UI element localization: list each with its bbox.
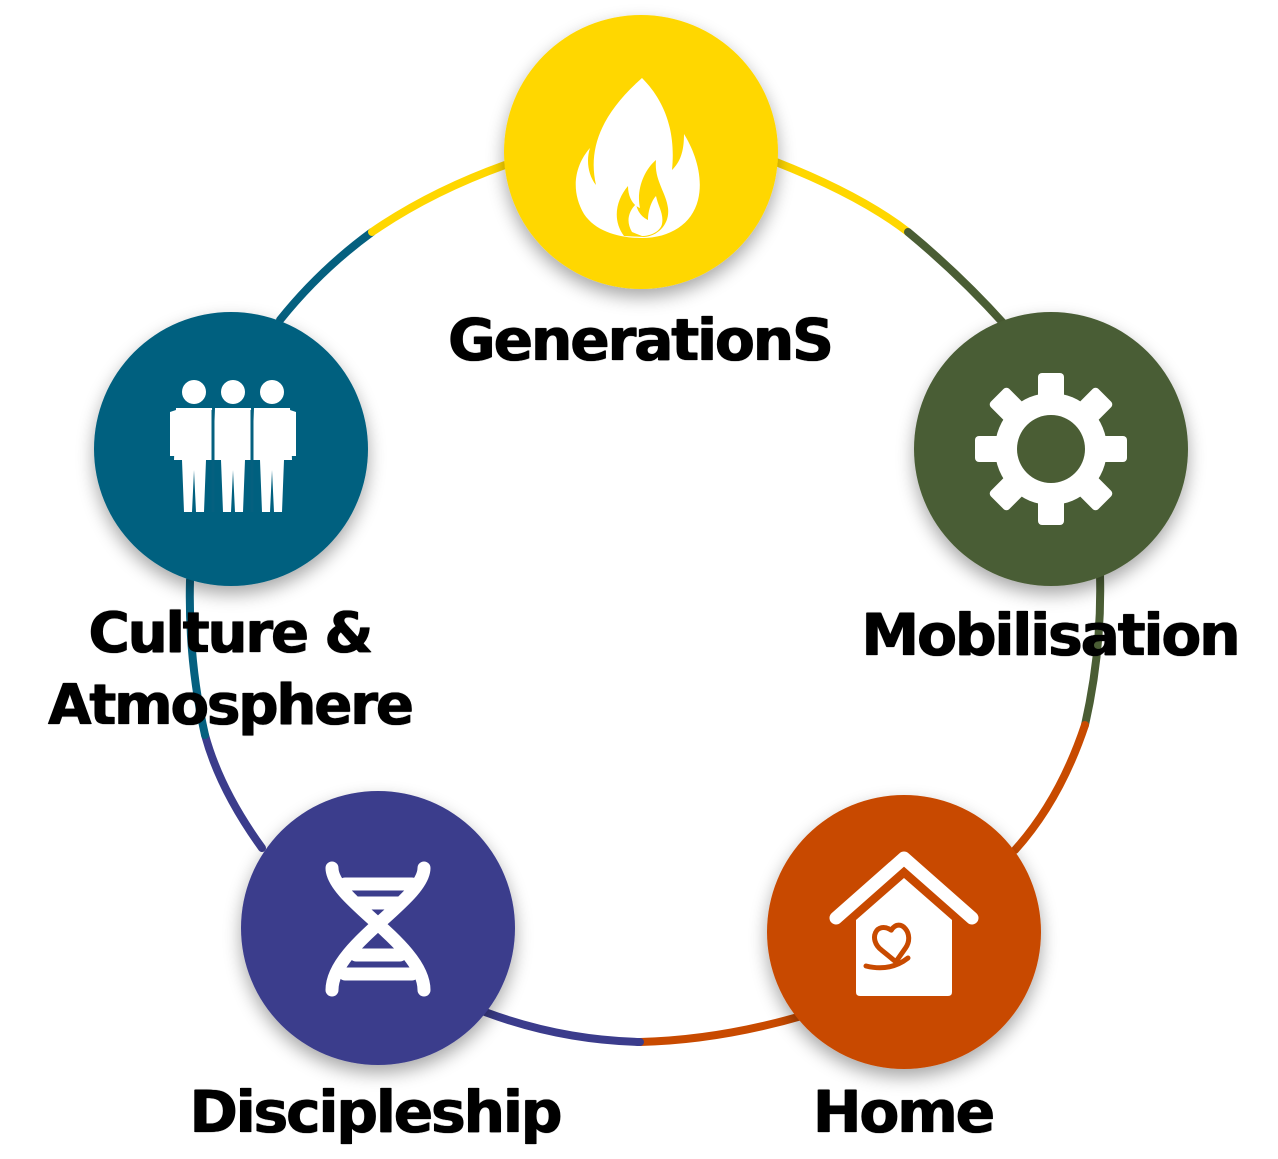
node-discipleship (241, 791, 515, 1065)
node-culture (94, 312, 368, 586)
dna-icon (325, 861, 431, 997)
ring-segment-culture-generations-a (276, 228, 376, 324)
ring-segment-discipleship-culture-b (185, 576, 209, 739)
ring-segment-culture-generations-b (368, 161, 509, 236)
node-generations (504, 15, 778, 289)
label-home: Home (812, 1078, 995, 1146)
ring-segment-discipleship-culture-a (201, 731, 266, 852)
label-mobilisation: Mobilisation (861, 601, 1240, 669)
label-generations: GenerationS (448, 306, 834, 374)
ring-segment-home-discipleship-a (636, 1011, 809, 1046)
people-group-icon (170, 380, 296, 512)
ring-segment-generations-mobilisation-b (904, 228, 1009, 329)
label-discipleship: Discipleship (189, 1078, 563, 1146)
label-culture-line1: Culture & (88, 601, 374, 666)
ring-segment-mobilisation-home-a (1081, 571, 1105, 729)
flame-icon (575, 78, 700, 238)
ring-segment-home-discipleship-b (481, 1008, 644, 1046)
house-heart-icon (829, 851, 979, 996)
gear-icon (975, 373, 1127, 525)
cycle-ring (185, 158, 1105, 1046)
ring-segment-mobilisation-home-b (1011, 721, 1089, 854)
ring-segment-generations-mobilisation-a (772, 158, 912, 236)
label-culture: Culture & Atmosphere (48, 598, 414, 742)
node-home (767, 795, 1041, 1069)
label-culture-line2: Atmosphere (48, 673, 414, 738)
node-mobilisation (914, 312, 1188, 586)
